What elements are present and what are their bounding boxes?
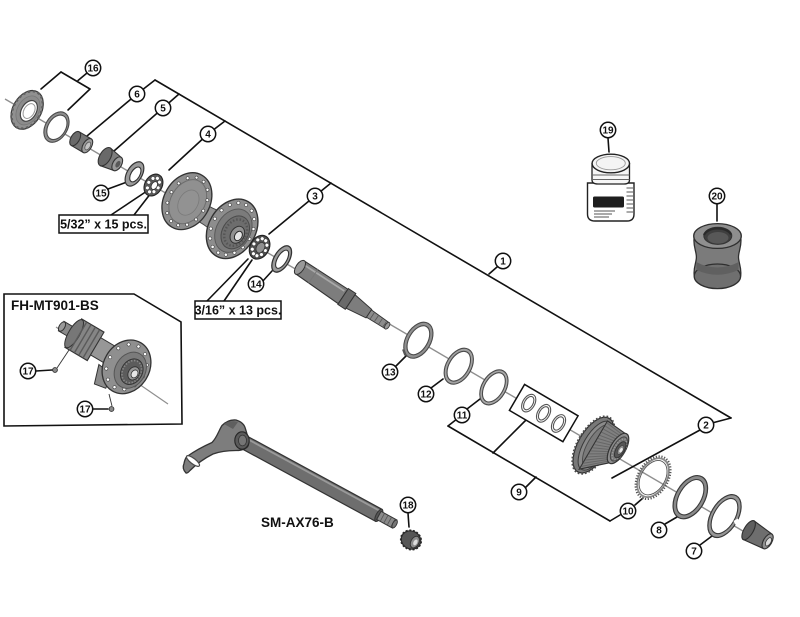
svg-text:10: 10 <box>622 507 634 518</box>
svg-text:6: 6 <box>134 90 140 101</box>
svg-text:11: 11 <box>457 411 468 422</box>
svg-text:16: 16 <box>87 64 99 75</box>
svg-text:13: 13 <box>384 368 396 379</box>
svg-text:18: 18 <box>402 501 414 512</box>
svg-text:15: 15 <box>95 189 107 200</box>
svg-text:8: 8 <box>656 526 662 537</box>
svg-text:5/32” x 15 pcs.: 5/32” x 15 pcs. <box>60 218 147 232</box>
svg-text:9: 9 <box>516 488 522 499</box>
svg-text:19: 19 <box>602 126 614 137</box>
svg-text:1: 1 <box>500 257 506 268</box>
svg-text:2: 2 <box>703 421 709 432</box>
svg-text:FH-MT901-BS: FH-MT901-BS <box>11 298 99 313</box>
svg-text:14: 14 <box>250 280 262 291</box>
svg-text:17: 17 <box>22 367 34 378</box>
svg-text:7: 7 <box>691 547 697 558</box>
svg-text:5: 5 <box>160 104 166 115</box>
svg-text:20: 20 <box>711 192 723 203</box>
svg-text:12: 12 <box>420 390 432 401</box>
svg-text:3: 3 <box>312 192 318 203</box>
svg-text:3/16” x 13 pcs.: 3/16” x 13 pcs. <box>195 304 282 318</box>
svg-text:4: 4 <box>205 130 211 141</box>
svg-text:SM-AX76-B: SM-AX76-B <box>261 515 334 530</box>
svg-text:17: 17 <box>79 405 91 416</box>
